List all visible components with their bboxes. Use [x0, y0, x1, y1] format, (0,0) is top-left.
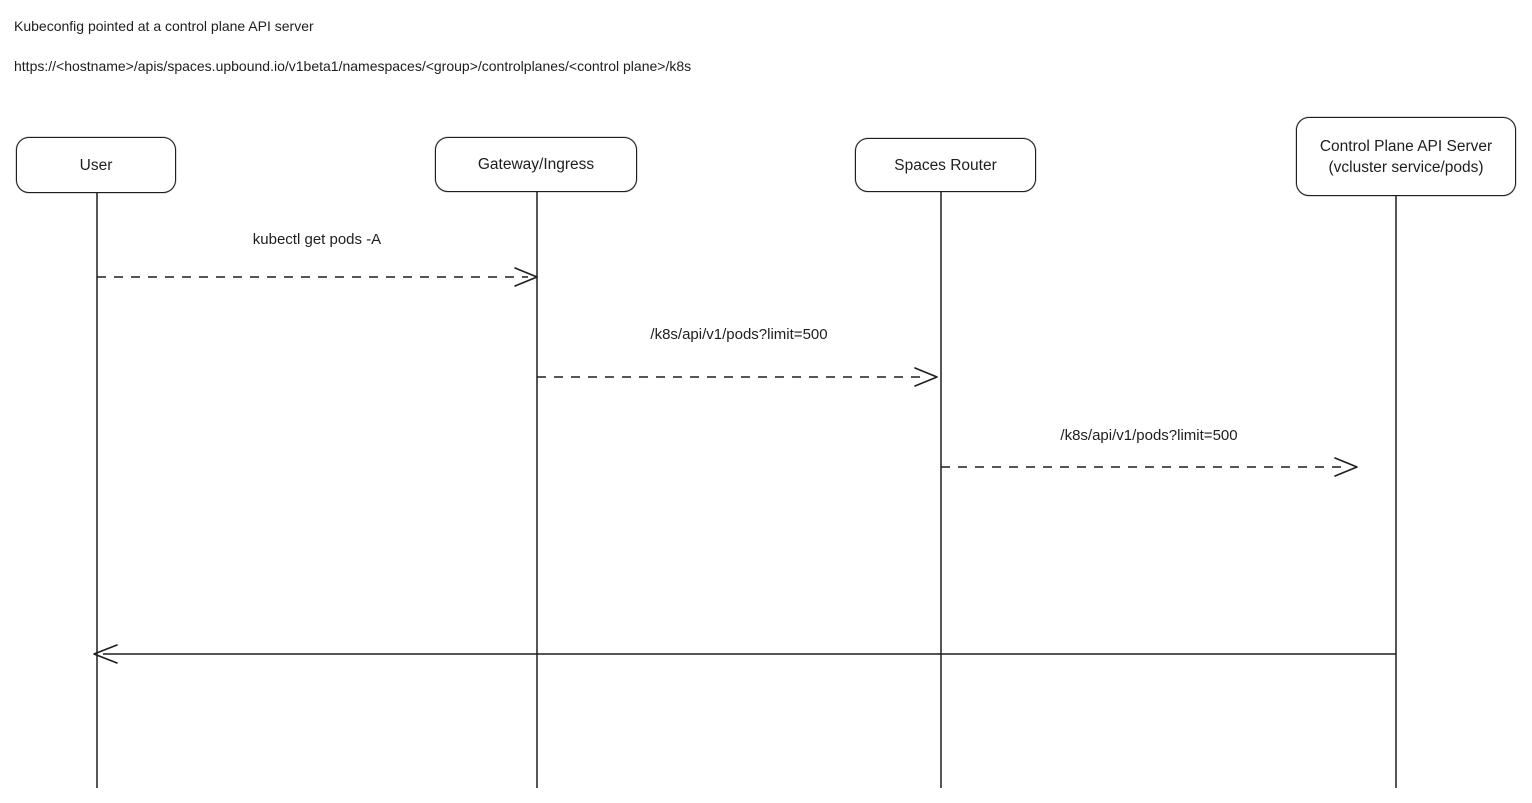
actor-label-control-plane: Control Plane API Server	[1319, 137, 1493, 155]
message-1-label: kubectl get pods -A	[252, 231, 382, 248]
actor-box-user: User	[16, 137, 176, 193]
actor-box-control-plane: Control Plane API Server (vcluster servi…	[1296, 117, 1516, 196]
message-3-arrowhead-icon	[1334, 457, 1358, 477]
actor-label-spaces-router: Spaces Router	[894, 156, 997, 174]
message-4-arrowhead-icon	[93, 644, 118, 664]
message-2-label: /k8s/api/v1/pods?limit=500	[650, 326, 828, 343]
message-2-arrowhead-icon	[914, 367, 938, 387]
actor-label-gateway-ingress: Gateway/Ingress	[477, 156, 595, 173]
diagram-title: Kubeconfig pointed at a control plane AP…	[14, 18, 314, 34]
message-3-label: /k8s/api/v1/pods?limit=500	[1060, 427, 1238, 444]
actor-box-gateway-ingress: Gateway/Ingress	[435, 137, 637, 192]
kubeconfig-url-text: https://<hostname>/apis/spaces.upbound.i…	[14, 58, 692, 74]
actor-sublabel-control-plane: (vcluster service/pods)	[1328, 158, 1484, 176]
message-1-arrowhead-icon	[514, 267, 538, 287]
actor-box-spaces-router: Spaces Router	[855, 138, 1036, 192]
actor-label-user: User	[79, 156, 113, 174]
